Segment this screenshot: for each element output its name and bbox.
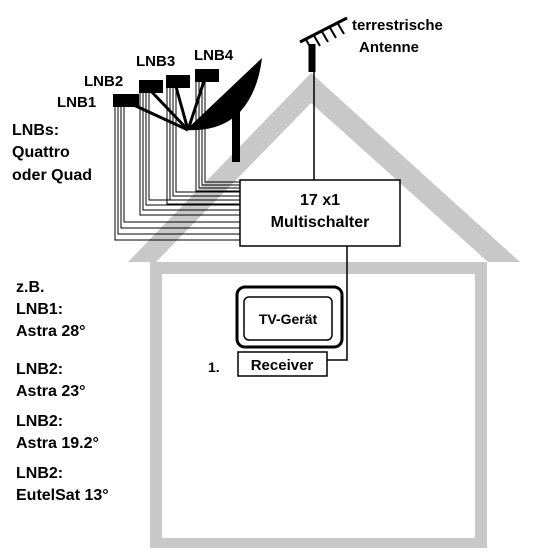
lnb1-cable-2 (117, 102, 240, 235)
antenna-label-line2: Antenne (359, 39, 419, 56)
lnb3-cable-1 (166, 84, 240, 205)
lnb4-cable-4 (204, 78, 240, 183)
example-1-satellite: Astra 28° (16, 323, 86, 340)
antenna-label-line1: terrestrische (352, 17, 443, 34)
lnb4-cable-1 (195, 78, 240, 192)
lnb4-label: LNB4 (194, 47, 234, 64)
dish-reflector (186, 58, 262, 131)
lnb3-head (166, 75, 190, 88)
dish-mast (232, 112, 240, 162)
example-2-satellite: Astra 23° (16, 383, 86, 400)
lnb1-label: LNB1 (57, 94, 96, 111)
lnb4-cable-2 (198, 78, 240, 189)
lnb2-label: LNB2 (84, 73, 123, 90)
lnb-type-line1: LNBs: (12, 122, 59, 139)
lnb2-cable-1 (139, 90, 240, 216)
multiswitch-label-line2: Multischalter (271, 214, 370, 231)
house (128, 73, 520, 548)
example-3-satellite: Astra 19.2° (16, 435, 99, 452)
tv-set: TV-Gerät (235, 285, 344, 349)
example-3-lnb: LNB2: (16, 413, 63, 430)
example-2-lnb: LNB2: (16, 361, 63, 378)
terrestrial-antenna (299, 16, 348, 180)
lnb2-cable-3 (145, 90, 240, 206)
lnb-cable-bundles (114, 78, 240, 241)
lnb-type-line3: oder Quad (12, 167, 92, 184)
tv-screen (243, 296, 333, 341)
lnb1-cable-3 (120, 102, 240, 229)
receiver-cable (326, 246, 348, 361)
lnb1-cable-1 (114, 102, 240, 241)
lnb3-label: LNB3 (136, 53, 175, 70)
receiver-label: Receiver (251, 357, 314, 374)
lnb3-cable-3 (172, 84, 240, 197)
receiver-number: 1. (208, 359, 220, 375)
lnb4-cable-3 (201, 78, 240, 186)
example-intro: z.B. (16, 279, 44, 296)
lnb1-cable-4 (123, 102, 240, 223)
lnb4-head (195, 69, 219, 82)
tv-label: TV-Gerät (259, 311, 318, 327)
example-1-lnb: LNB1: (16, 301, 63, 318)
lnb3-cable-2 (169, 84, 240, 201)
example-4-satellite: EutelSat 13° (16, 487, 109, 504)
lnb1-head (113, 94, 139, 107)
lnb3-cable-4 (175, 84, 240, 193)
example-4-lnb: LNB2: (16, 465, 63, 482)
multiswitch-box (239, 179, 401, 247)
lnb2-head (139, 80, 163, 93)
multiswitch-label-line1: 17 x1 (300, 192, 340, 209)
lnb2-cable-2 (142, 90, 240, 211)
house-roof (128, 73, 520, 262)
lnb-type-line2: Quattro (12, 144, 70, 161)
receiver-box (237, 351, 328, 377)
